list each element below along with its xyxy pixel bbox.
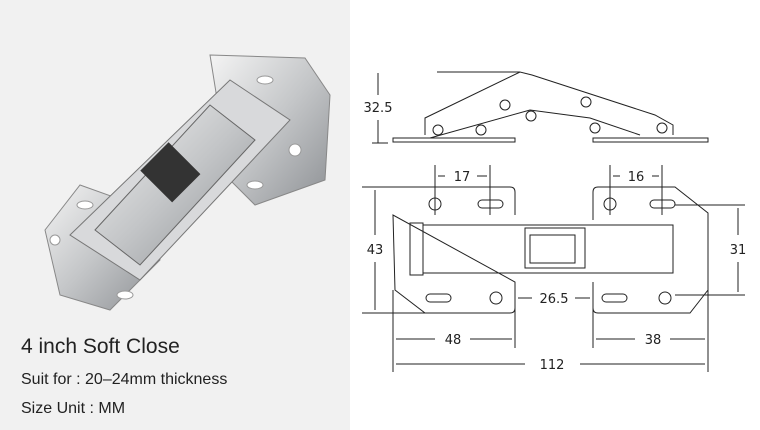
dim-plate-height: 43 [367,243,384,258]
dimension-drawing: 32.5 17 16 43 31 26.5 48 38 112 [362,71,747,373]
dim-gap: 26.5 [540,292,569,307]
dim-right-hole-vertical: 31 [730,243,747,258]
product-title: 4 inch Soft Close [21,335,180,358]
hinge-photo [44,54,331,311]
side-view [372,71,709,144]
dim-right-plate-width: 38 [645,333,662,348]
dim-hole-spacing-right: 16 [628,170,645,185]
size-unit: Size Unit : MM [21,400,126,417]
dim-total-width: 112 [540,358,565,373]
dim-hole-spacing-left: 17 [454,170,471,185]
dim-height: 32.5 [364,101,393,116]
dim-left-plate-width: 48 [445,333,462,348]
thickness-spec: Suit for : 20–24mm thickness [21,371,228,388]
product-photo-panel: 4 inch Soft Close Suit for : 20–24mm thi… [0,0,350,430]
plan-view [362,165,745,372]
